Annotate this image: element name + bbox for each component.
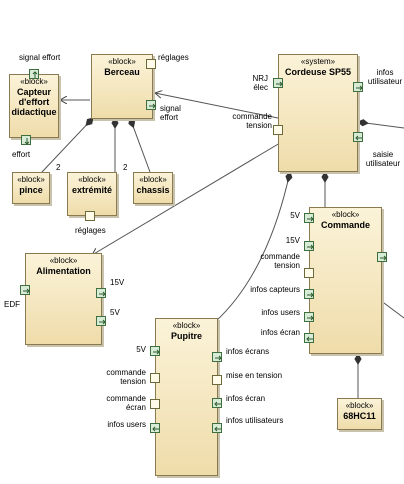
block-stereotype: «block» — [139, 175, 167, 184]
block-stereotype: «block» — [17, 175, 45, 184]
block-stereotype: «block» — [20, 77, 48, 86]
block-stereotype: «block» — [331, 210, 360, 219]
composition-berceau-chassis — [128, 117, 151, 173]
label-pup-infos-ecrans: infos écrans — [226, 347, 270, 356]
port-pupitre-infos-utilisateurs[interactable] — [212, 423, 222, 433]
label-saisie-utilisateur: saisie utilisateur — [365, 150, 401, 168]
block-stereotype: «block» — [78, 175, 106, 184]
block-name: extrémité — [71, 185, 113, 195]
composition-berceau-pince — [41, 117, 94, 173]
block-stereotype: «block» — [49, 256, 78, 265]
block-name: chassis — [136, 185, 170, 195]
port-commande-right[interactable] — [377, 252, 387, 262]
link-cordeuse-alimentation — [92, 139, 286, 255]
port-commande-5v[interactable] — [304, 213, 314, 223]
label-signal-effort: signal effort — [19, 53, 61, 62]
block-stereotype: «block» — [172, 321, 201, 330]
link-cordeuse-berceau — [155, 93, 279, 119]
port-pupitre-infos-users[interactable] — [150, 423, 160, 433]
label-cmd-commande-tension: commande tension — [260, 252, 300, 270]
label-alim-5v: 5V — [110, 308, 120, 317]
label-pup-commande-ecran: commande écran — [106, 394, 146, 412]
link-cordeuse-right — [357, 119, 404, 129]
port-extremite-reglages[interactable] — [85, 211, 95, 221]
port-commande-infos-users[interactable] — [304, 312, 314, 322]
port-pupitre-commande-ecran[interactable] — [150, 399, 160, 409]
port-pupitre-infos-ecran[interactable] — [212, 398, 222, 408]
block-stereotype: «block» — [108, 57, 136, 66]
label-edf: EDF — [4, 300, 20, 309]
block-stereotype: «system» — [300, 57, 336, 66]
label-cmd-15v: 15V — [285, 236, 300, 245]
port-commande-infos-ecran[interactable] — [304, 333, 314, 343]
link-commande-right — [379, 299, 404, 319]
port-capteur-top[interactable] — [29, 69, 39, 79]
label-commande-tension: commande tension — [232, 112, 272, 130]
label-pup-commande-tension: commande tension — [106, 368, 146, 386]
label-reglages-extremite: réglages — [75, 226, 106, 235]
block-name: Pupitre — [170, 331, 202, 341]
label-cmd-infos-ecran: infos écran — [260, 328, 300, 337]
label-cmd-infos-users: infos users — [261, 308, 300, 317]
port-pupitre-mise-en-tension[interactable] — [212, 375, 222, 385]
block-name: Capteur d'effort didactique — [11, 87, 57, 117]
port-berceau-reglages[interactable] — [146, 59, 156, 69]
port-cordeuse-commande-tension[interactable] — [273, 125, 283, 135]
port-commande-15v[interactable] — [304, 241, 314, 251]
block-extremite[interactable]: «block»extrémité — [67, 172, 117, 216]
port-capteur-bottom[interactable] — [21, 135, 31, 145]
block-name: Commande — [320, 220, 370, 230]
block-chassis[interactable]: «block»chassis — [133, 172, 173, 204]
label-pup-infos-ecran: infos écran — [226, 394, 266, 403]
port-commande-infos-capteurs[interactable] — [304, 289, 314, 299]
port-cordeuse-infos[interactable] — [353, 82, 363, 92]
block-pince[interactable]: «block»pince — [12, 172, 50, 204]
block-stereotype: «block» — [345, 401, 374, 410]
block-name: pince — [19, 185, 43, 195]
port-pupitre-infos-ecrans[interactable] — [212, 352, 222, 362]
label-alim-15v: 15V — [110, 278, 125, 287]
port-commande-tension[interactable] — [304, 268, 314, 278]
label-cmd-infos-capteurs: infos capteurs — [250, 285, 300, 294]
label-reglages: réglages — [158, 53, 189, 62]
label-nrj-elec: NRJ élec — [252, 74, 268, 92]
block-capteur[interactable]: «block»Capteur d'effort didactique — [9, 74, 59, 138]
label-pup-5v: 5V — [136, 345, 146, 354]
block-pupitre[interactable]: «block»Pupitre — [155, 318, 218, 476]
block-alimentation[interactable]: «block»Alimentation — [25, 253, 102, 345]
port-pupitre-5v[interactable] — [150, 346, 160, 356]
port-alim-5v[interactable] — [96, 316, 106, 326]
block-berceau[interactable]: «block»Berceau — [91, 54, 153, 119]
label-pup-infos-users: infos users — [107, 420, 146, 429]
port-alim-edf[interactable] — [20, 285, 30, 295]
block-68hc11[interactable]: «block»68HC11 — [337, 398, 382, 430]
block-name: Cordeuse SP55 — [284, 67, 352, 77]
port-pupitre-commande-tension[interactable] — [150, 373, 160, 383]
label-effort: effort — [12, 150, 31, 159]
port-berceau-signal[interactable] — [146, 100, 156, 110]
label-cmd-5v: 5V — [290, 211, 300, 220]
block-commande[interactable]: «block»Commande — [309, 207, 382, 354]
block-name: 68HC11 — [343, 411, 376, 421]
block-cordeuse[interactable]: «system»Cordeuse SP55 — [278, 54, 358, 172]
multiplicity-extremite: 2 — [123, 163, 128, 172]
composition-cordeuse-pupitre — [214, 171, 293, 323]
label-pup-infos-utilisateurs: infos utilisateurs — [226, 416, 284, 425]
port-alim-15v[interactable] — [96, 288, 106, 298]
label-signal-effort-berceau: signal effort — [160, 104, 181, 122]
port-cordeuse-saisie[interactable] — [353, 132, 363, 142]
multiplicity-pince: 2 — [56, 163, 61, 172]
block-name: Berceau — [104, 67, 140, 77]
block-name: Alimentation — [36, 266, 91, 276]
label-pup-mise-en-tension: mise en tension — [226, 371, 283, 380]
port-cordeuse-nrj[interactable] — [273, 78, 283, 88]
label-infos-utilisateur: infos utilisateur — [367, 68, 403, 86]
